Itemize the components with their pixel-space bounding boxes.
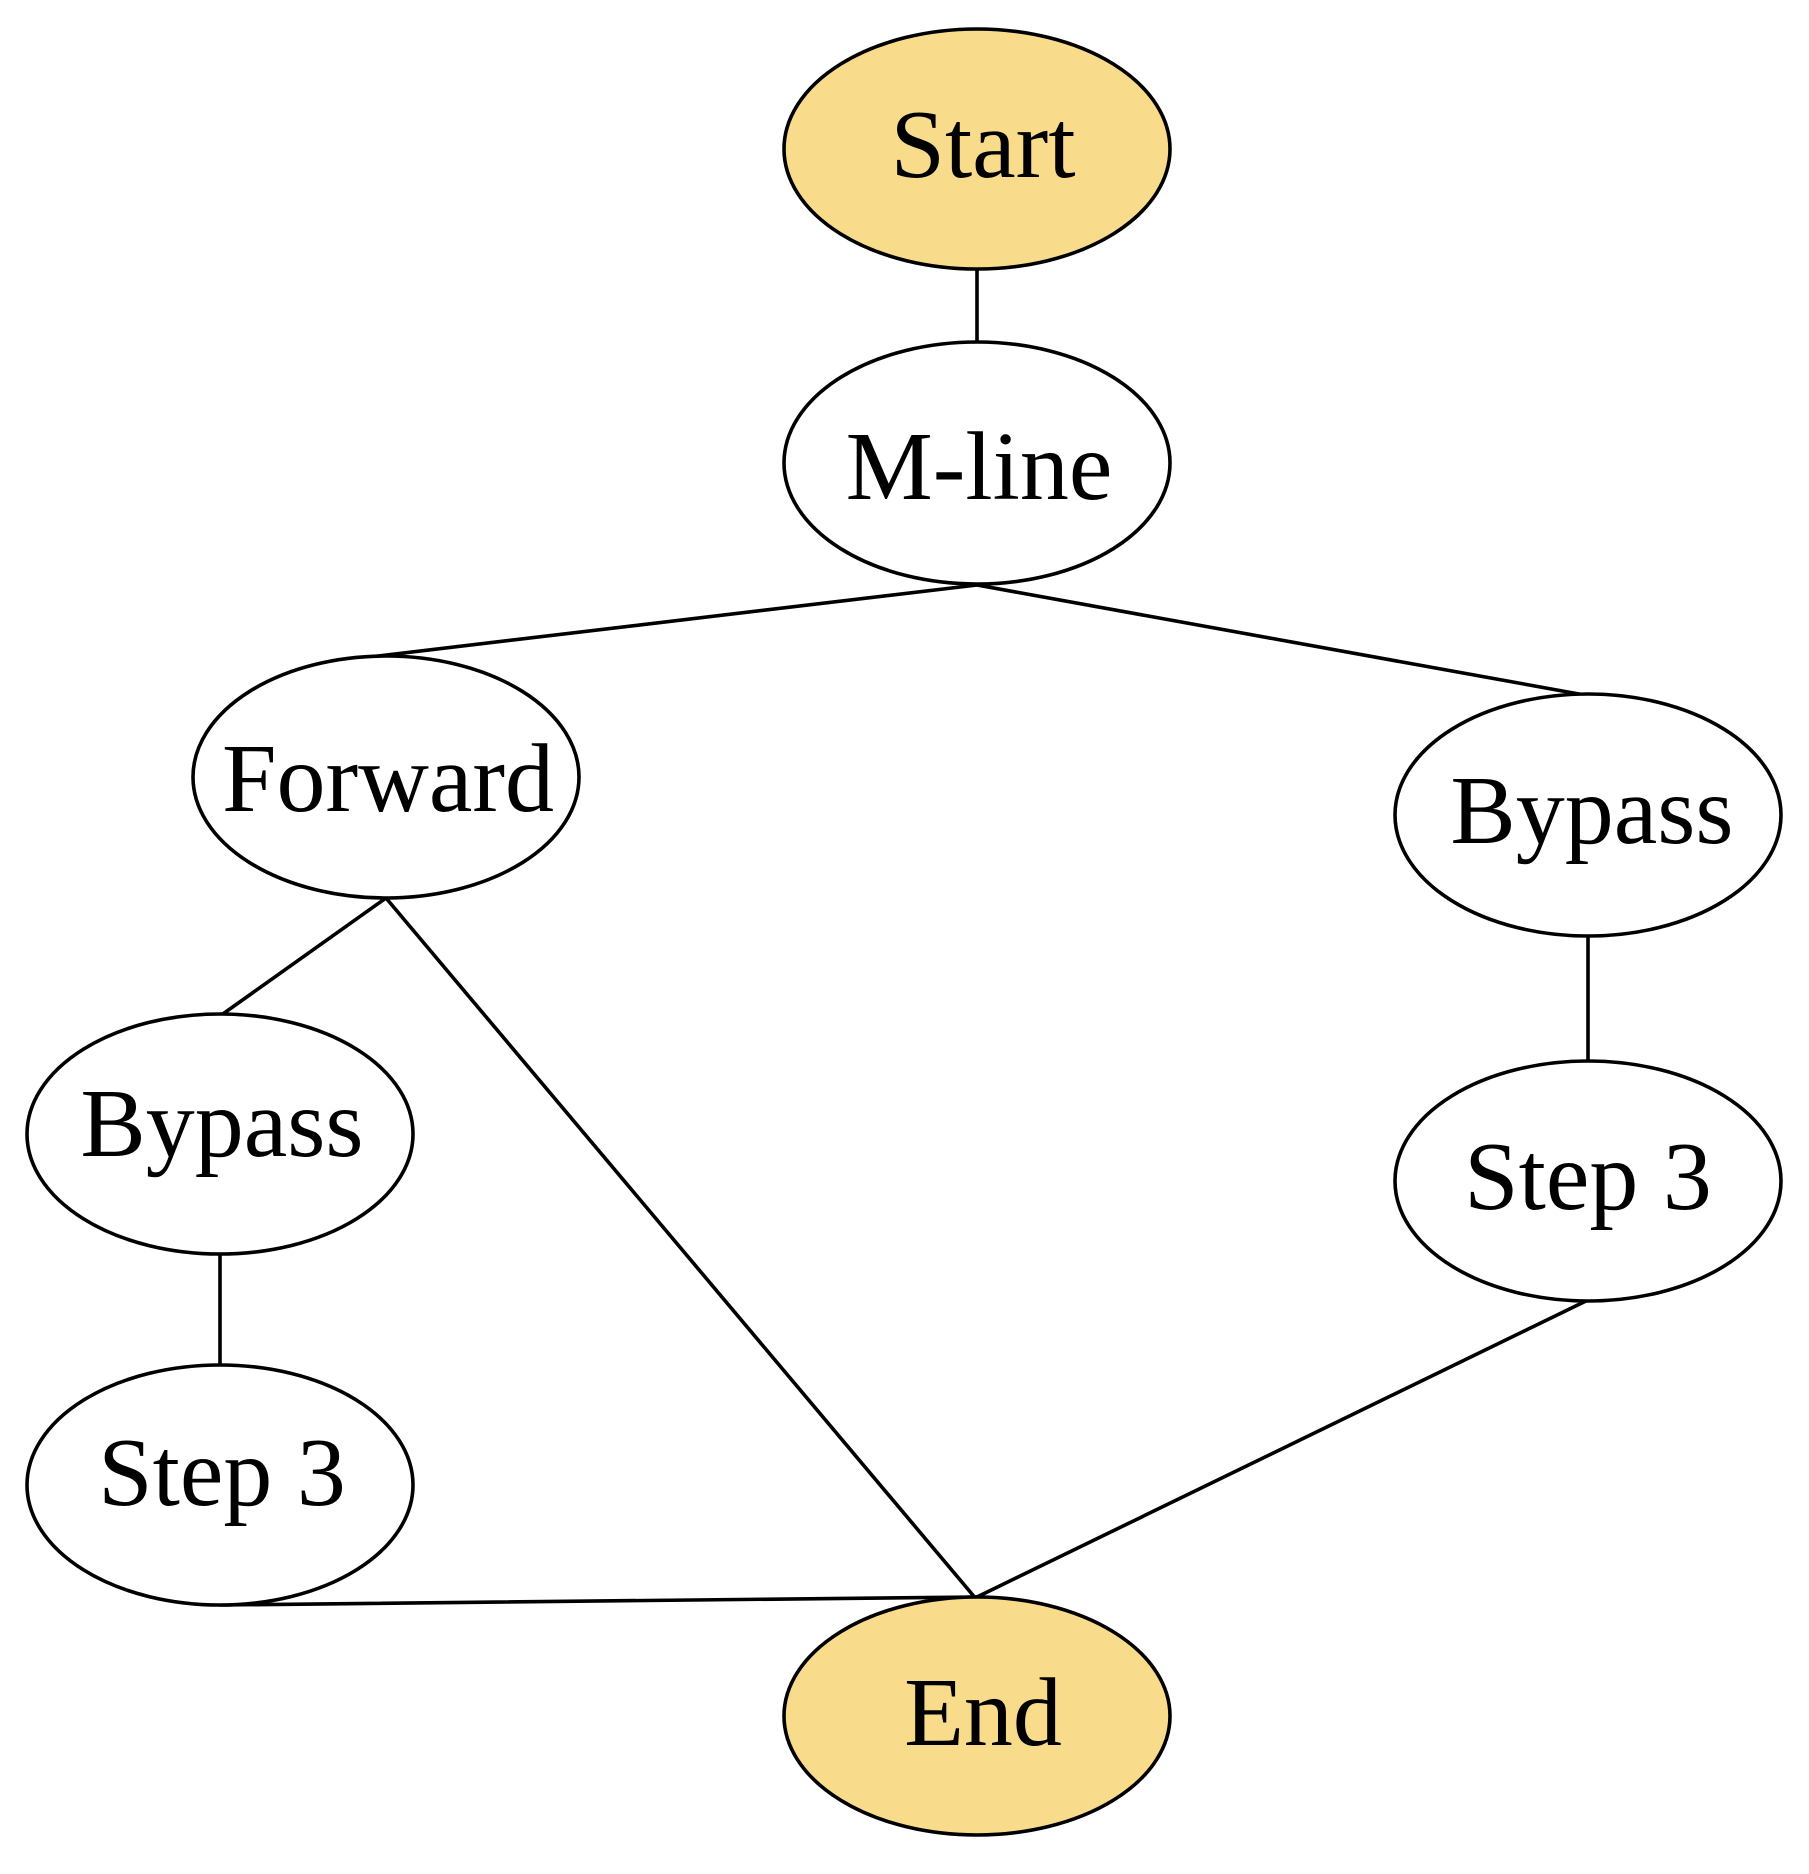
node-step3-right-label: Step 3	[1464, 1123, 1712, 1231]
edge-forward-end	[384, 896, 979, 1602]
node-start-label: Start	[890, 91, 1075, 199]
node-step3-left: Step 3	[25, 1363, 415, 1607]
node-step3-left-label: Step 3	[98, 1419, 346, 1527]
node-end: End	[782, 1595, 1172, 1837]
node-forward: Forward	[191, 654, 581, 900]
node-bypass-right-shape	[1393, 692, 1783, 938]
node-forward-label: Forward	[222, 725, 554, 833]
node-bypass-right-label: Bypass	[1450, 757, 1733, 865]
node-start-shape	[782, 27, 1172, 271]
node-end-shape	[782, 1595, 1172, 1837]
node-mline: M-line	[782, 340, 1172, 586]
node-bypass-left-shape	[25, 1012, 415, 1256]
edge-mline-bypass-right	[975, 583, 1592, 698]
node-end-label: End	[904, 1659, 1062, 1767]
node-step3-right: Step 3	[1393, 1059, 1783, 1303]
node-mline-label: M-line	[846, 413, 1113, 521]
node-bypass-left: Bypass	[25, 1012, 415, 1256]
node-bypass-right: Bypass	[1393, 692, 1783, 938]
edge-step3-left-end	[218, 1595, 979, 1607]
node-step3-left-shape	[25, 1363, 415, 1607]
edge-mline-forward	[376, 583, 979, 658]
node-step3-right-shape	[1393, 1059, 1783, 1303]
edge-step3-right-end	[975, 1298, 1590, 1599]
edges	[218, 268, 1592, 1607]
node-forward-shape	[191, 654, 581, 900]
edge-forward-bypass-left	[218, 896, 388, 1018]
node-bypass-left-label: Bypass	[80, 1070, 363, 1178]
node-start: Start	[782, 27, 1172, 271]
node-mline-shape	[782, 340, 1172, 586]
